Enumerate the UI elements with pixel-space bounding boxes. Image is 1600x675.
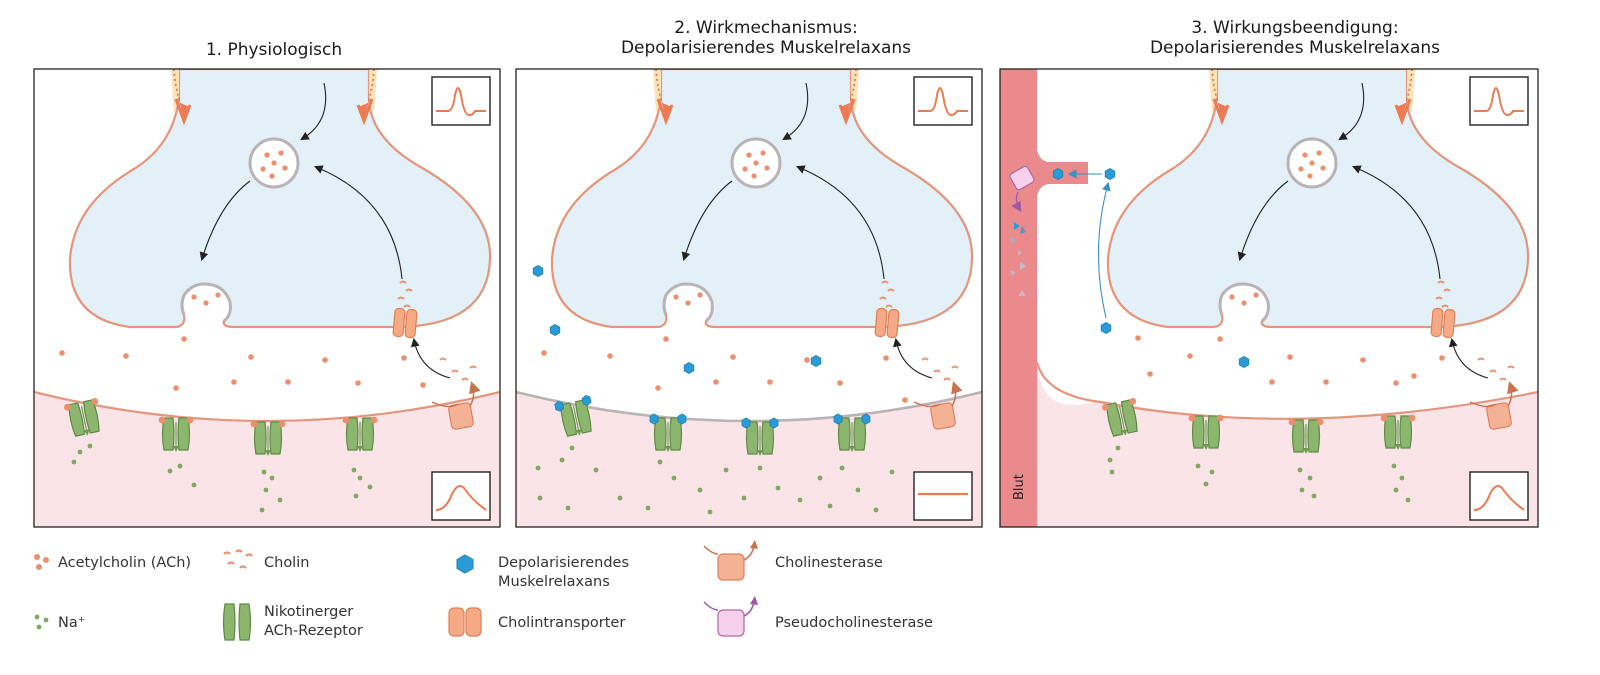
legend-cholinesterase-icon <box>703 540 758 581</box>
epsp-box-3 <box>1469 471 1529 521</box>
legend-cholin-label: Cholin <box>264 555 310 571</box>
panel-1 <box>33 68 501 528</box>
action-potential-box-2 <box>913 76 973 126</box>
legend-transporter-icon <box>448 607 482 637</box>
panel-2-title-line-2: Depolarisierendes Muskelrelaxans <box>620 38 912 58</box>
na-ions-2 <box>535 445 895 515</box>
na-ions-1 <box>71 443 373 513</box>
action-potential-box-3 <box>1469 76 1529 126</box>
pseudocholinesterase-3 <box>1009 165 1035 191</box>
legend-pseudocholinesterase-icon <box>703 596 758 637</box>
ach-molecules-2 <box>541 336 908 403</box>
legend-cholin-icon <box>223 549 253 569</box>
ach-molecules-3 <box>1135 335 1445 386</box>
ach-molecules-1 <box>59 336 426 391</box>
panel-3-title-line-2: Depolarisierendes Muskelrelaxans <box>1149 38 1441 58</box>
legend-pseudocholinesterase-label: Pseudocholinesterase <box>775 615 933 631</box>
legend-relaxans-label: Depolarisierendes Muskelrelaxans <box>498 554 629 592</box>
panel-2-title: 2. Wirkmechanismus: Depolarisierendes Mu… <box>526 18 1006 58</box>
legend-cholinesterase-label: Cholinesterase <box>775 555 883 571</box>
legend-relaxans-icon <box>456 554 474 574</box>
panel-3-title: 3. Wirkungsbeendigung: Depolarisierendes… <box>1020 18 1570 58</box>
legend-receptor-line-1: Nikotinerger <box>264 604 354 620</box>
degraded-relaxans-3 <box>1010 222 1026 296</box>
panel-2-title-line-1: 2. Wirkmechanismus: <box>674 18 858 38</box>
legend-transporter-label: Cholintransporter <box>498 615 626 631</box>
legend-receptor-icon <box>222 603 252 641</box>
legend-receptor-line-2: ACh-Rezeptor <box>264 623 363 639</box>
action-potential-box-1 <box>431 76 491 126</box>
legend-relaxans-line-2: Muskelrelaxans <box>498 574 610 590</box>
panel-2 <box>515 68 983 528</box>
flat-potential-box-2 <box>912 470 974 522</box>
epsp-box-1 <box>431 471 491 521</box>
legend-receptor-label: Nikotinerger ACh-Rezeptor <box>264 603 363 641</box>
panel-1-title: 1. Physiologisch <box>34 40 514 60</box>
legend-ach-icon <box>34 554 49 570</box>
legend-relaxans-line-1: Depolarisierendes <box>498 555 630 571</box>
legend-ach-label: Acetylcholin (ACh) <box>58 555 192 571</box>
blood-label: Blut <box>1012 474 1027 500</box>
legend-na-label: Na⁺ <box>58 615 86 631</box>
panel-3: Blut <box>999 68 1539 528</box>
legend-na-icon <box>34 614 49 630</box>
na-ions-3 <box>1107 445 1411 503</box>
panel-1-title-line-1: 1. Physiologisch <box>205 40 343 60</box>
panel-3-title-line-1: 3. Wirkungsbeendigung: <box>1191 18 1399 38</box>
